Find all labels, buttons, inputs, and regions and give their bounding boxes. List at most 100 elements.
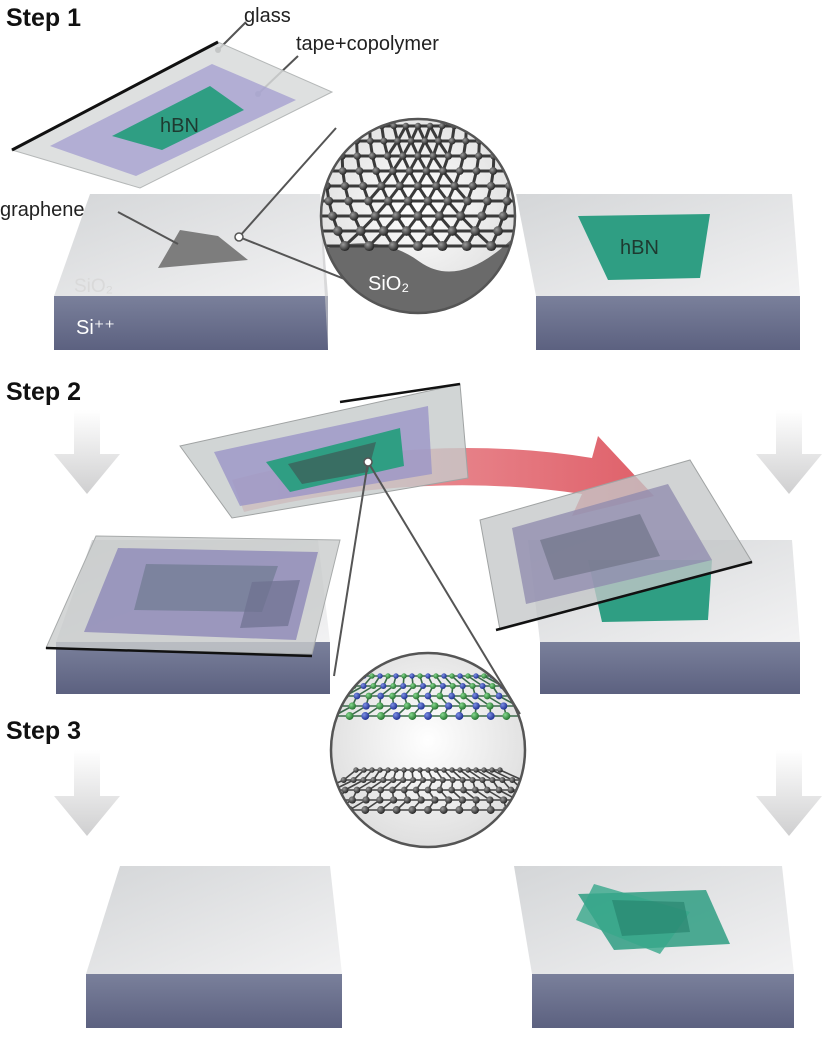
carbon-atom [405, 167, 414, 175]
carbon-atom [426, 122, 434, 130]
carbon-atom [472, 167, 481, 175]
carbon-atom [388, 240, 399, 252]
carbon-atom [539, 167, 547, 175]
carbon-atom [489, 137, 497, 145]
carbon-atom [499, 122, 506, 130]
carbon-atom [447, 226, 458, 236]
carbon-atom [414, 152, 422, 160]
carbon-atom [305, 167, 313, 175]
carbon-atom [323, 152, 331, 160]
stamp-picking-up [179, 382, 469, 519]
carbon-atom [377, 181, 386, 191]
substrate-bare [86, 866, 342, 1028]
carbon-atom [434, 137, 442, 145]
down-arrow-icon [54, 750, 120, 836]
carbon-atom [437, 240, 448, 252]
carbon-atom [414, 122, 422, 130]
carbon-atom [498, 211, 508, 221]
carbon-atom [421, 137, 429, 145]
carbon-atom [359, 181, 368, 191]
leader-lines-step2 [333, 461, 521, 715]
carbon-atom [366, 122, 373, 130]
carbon-atom [364, 196, 373, 206]
carbon-atom [432, 181, 441, 191]
substrate-final-stack [514, 866, 794, 1028]
carbon-atom [383, 196, 393, 206]
carbon-atom [392, 211, 402, 221]
zoom-origin-2 [363, 457, 373, 467]
carbon-atom [475, 152, 483, 160]
carbon-atom [413, 181, 423, 191]
carbon-atom [493, 226, 503, 236]
carbon-atom [475, 122, 482, 130]
carbon-atom [439, 167, 448, 175]
carbon-atom [395, 181, 404, 191]
carbon-atom [353, 152, 361, 160]
carbon-atom [487, 122, 494, 130]
carbon-atom [448, 137, 456, 145]
carbon-atom [523, 167, 531, 175]
hbn-substrate-label: hBN [620, 237, 659, 259]
carbon-atom [438, 122, 446, 130]
carbon-atom [390, 122, 398, 130]
substrate-graphene: SiO₂ Si⁺⁺ [54, 194, 328, 350]
carbon-atom [443, 196, 453, 206]
carbon-atom [461, 240, 472, 252]
glass-label: glass [244, 5, 291, 27]
zoom-origin-1 [234, 232, 244, 242]
carbon-atom [324, 196, 334, 206]
carbon-atom [355, 167, 364, 175]
carbon-atom [354, 122, 361, 130]
carbon-atom [456, 211, 466, 221]
carbon-atom [383, 152, 392, 160]
carbon-atom [333, 226, 343, 236]
carbon-atom [506, 167, 514, 175]
carbon-atom [380, 137, 388, 145]
carbon-atom [355, 226, 366, 236]
carbon-atom [424, 226, 435, 236]
carbon-atom [542, 182, 550, 190]
carbon-atom [434, 211, 444, 221]
carbon-atom [489, 167, 498, 175]
carbon-atom [342, 122, 349, 130]
down-arrow-icon [756, 750, 822, 836]
carbon-atom [517, 138, 524, 145]
carbon-atom [523, 182, 531, 190]
carbon-atom [429, 152, 437, 160]
step-3-label: Step 3 [6, 717, 81, 745]
carbon-atom [423, 196, 433, 206]
carbon-atom [482, 196, 492, 206]
carbon-atom [505, 152, 513, 160]
carbon-atom [304, 182, 312, 190]
carbon-atom [486, 240, 497, 252]
carbon-atom [364, 240, 375, 252]
carbon-atom [463, 122, 470, 130]
carbon-atom [368, 152, 377, 160]
carbon-atom [462, 137, 470, 145]
carbon-atom [339, 240, 350, 252]
si-label: Si⁺⁺ [76, 317, 115, 339]
carbon-atom [394, 137, 402, 145]
carbon-atom [407, 137, 415, 145]
graphene-label: graphene [0, 199, 85, 221]
carbon-atom [470, 226, 481, 236]
substrate-hbn: hBN [516, 194, 800, 350]
carbon-atom [468, 181, 477, 191]
substrate-stamped [45, 535, 341, 694]
carbon-atom [521, 152, 528, 159]
carbon-atom [412, 240, 424, 252]
carbon-atom [413, 211, 423, 221]
step-2-label: Step 2 [6, 378, 81, 406]
carbon-atom [422, 167, 431, 175]
carbon-atom [378, 226, 389, 236]
carbon-atom [322, 167, 330, 175]
down-arrow-icon [54, 410, 120, 494]
down-arrow-icon [756, 410, 822, 494]
carbon-atom [444, 152, 453, 160]
carbon-atom [349, 211, 359, 221]
carbon-atom [402, 122, 410, 130]
carbon-atom [477, 211, 487, 221]
carbon-atom [486, 181, 496, 191]
carbon-atom [370, 211, 380, 221]
